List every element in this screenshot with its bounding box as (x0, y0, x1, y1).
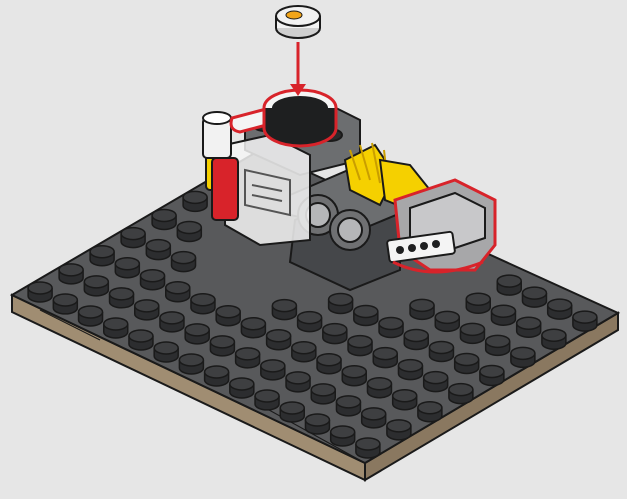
stud (522, 287, 546, 307)
stud (210, 336, 234, 356)
stud (342, 366, 366, 386)
stud (110, 288, 134, 308)
stud (387, 420, 411, 440)
stud (230, 378, 254, 398)
stud (241, 318, 265, 338)
stud (236, 348, 260, 368)
stud (548, 299, 572, 319)
stud (486, 335, 510, 355)
stud (205, 366, 229, 386)
stud (141, 270, 165, 290)
stud (280, 402, 304, 422)
stud (292, 342, 316, 362)
stud (367, 378, 391, 398)
stud (183, 191, 207, 211)
stud (511, 347, 535, 367)
stud (497, 275, 521, 295)
stud (59, 264, 83, 284)
stud (121, 228, 145, 248)
stud (267, 330, 291, 350)
stud (429, 341, 453, 361)
round-tile-with-yellow-dot (276, 6, 320, 38)
stud (455, 353, 479, 373)
stud (216, 306, 240, 326)
stud (305, 414, 329, 434)
stud (255, 390, 279, 410)
stud (152, 209, 176, 229)
stud (172, 252, 196, 272)
stud (460, 323, 484, 343)
stud (166, 282, 190, 302)
stud (179, 354, 203, 374)
stud (373, 348, 397, 368)
stud (404, 329, 428, 349)
stud (379, 317, 403, 337)
stud (356, 438, 380, 458)
stud (491, 305, 515, 325)
stud (480, 365, 504, 385)
stud (573, 311, 597, 331)
stud (135, 300, 159, 320)
stud (410, 299, 434, 319)
stud (542, 329, 566, 349)
stud (336, 396, 360, 416)
stud (435, 311, 459, 331)
stud (104, 318, 128, 338)
stud (317, 354, 341, 374)
stud (466, 293, 490, 313)
stud (177, 221, 201, 241)
stud (272, 300, 296, 320)
stud (28, 282, 52, 302)
stud (362, 408, 386, 428)
stud (418, 402, 442, 422)
stud (449, 384, 473, 404)
red-bottle-icon (212, 158, 238, 220)
stud (154, 342, 178, 362)
stud (160, 312, 184, 332)
stud (348, 336, 372, 356)
stud (84, 276, 108, 296)
stud (261, 360, 285, 380)
stud (331, 426, 355, 446)
stud (354, 305, 378, 325)
stud (298, 312, 322, 332)
stud (53, 294, 77, 314)
stud (424, 372, 448, 392)
stud (311, 384, 335, 404)
stud (323, 324, 347, 344)
stud (398, 360, 422, 380)
stud (146, 240, 170, 260)
stud (191, 294, 215, 314)
stud (286, 372, 310, 392)
stud (185, 324, 209, 344)
stud (115, 258, 139, 278)
stud (90, 246, 114, 266)
stud (129, 330, 153, 350)
stud (393, 390, 417, 410)
stud (517, 317, 541, 337)
stud (329, 293, 353, 313)
arrow-down-icon (290, 42, 306, 96)
stud (79, 306, 103, 326)
